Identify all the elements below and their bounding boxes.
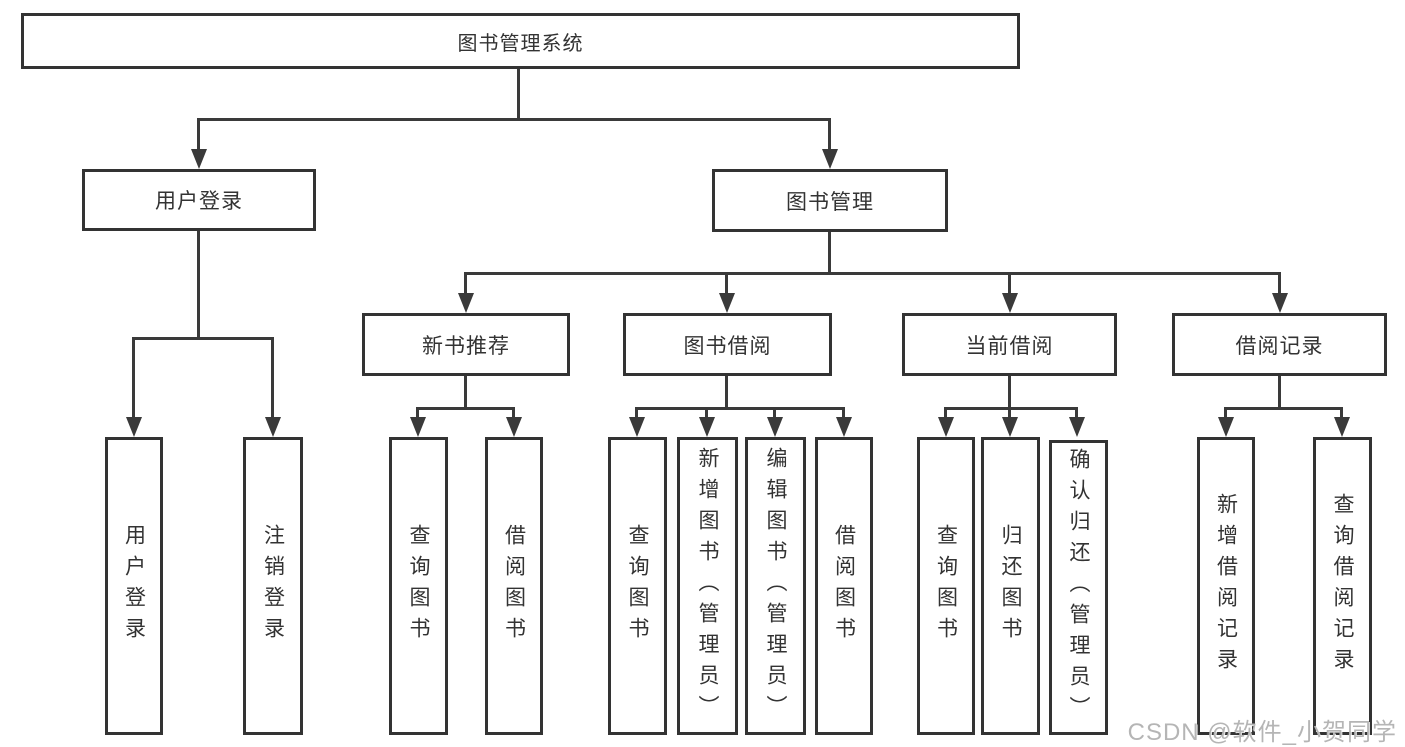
leaf-label: 借阅图书 bbox=[832, 524, 856, 648]
leaf-add-book-admin: 新增图书（管理员） bbox=[677, 437, 738, 735]
arrowhead-down-icon bbox=[767, 417, 783, 437]
connector bbox=[725, 272, 728, 296]
arrowhead-down-icon bbox=[629, 417, 645, 437]
arrowhead-down-icon bbox=[265, 417, 281, 437]
connector bbox=[512, 407, 515, 420]
arrowhead-down-icon bbox=[1218, 417, 1234, 437]
connector bbox=[635, 407, 638, 420]
connector bbox=[1278, 272, 1281, 296]
leaf-query-books-current: 查询图书 bbox=[917, 437, 975, 735]
leaf-edit-book-admin: 编辑图书（管理员） bbox=[745, 437, 806, 735]
connector bbox=[828, 118, 831, 152]
connector bbox=[635, 407, 845, 410]
connector bbox=[1224, 407, 1227, 420]
leaf-label: 查询图书 bbox=[407, 524, 430, 648]
leaf-add-borrow-record: 新增借阅记录 bbox=[1197, 437, 1255, 735]
connector bbox=[1278, 376, 1281, 407]
arrowhead-down-icon bbox=[1334, 417, 1350, 437]
arrowhead-down-icon bbox=[1002, 293, 1018, 313]
connector bbox=[1008, 407, 1011, 420]
leaf-logout: 注销登录 bbox=[243, 437, 303, 735]
node-borrow-records: 借阅记录 bbox=[1172, 313, 1387, 376]
leaf-label: 查询图书 bbox=[934, 524, 958, 648]
leaf-label: 归还图书 bbox=[999, 524, 1022, 648]
arrowhead-down-icon bbox=[410, 417, 426, 437]
arrowhead-down-icon bbox=[719, 293, 735, 313]
arrowhead-down-icon bbox=[191, 149, 207, 169]
leaf-query-books-newbook: 查询图书 bbox=[389, 437, 448, 735]
connector bbox=[197, 118, 200, 152]
connector bbox=[773, 407, 776, 420]
connector bbox=[705, 407, 708, 420]
leaf-user-login: 用户登录 bbox=[105, 437, 163, 735]
leaf-label: 编辑图书（管理员） bbox=[764, 446, 787, 726]
arrowhead-down-icon bbox=[458, 293, 474, 313]
arrowhead-down-icon bbox=[506, 417, 522, 437]
leaf-label: 新增图书（管理员） bbox=[696, 446, 719, 726]
leaf-borrow-books-newbook: 借阅图书 bbox=[485, 437, 543, 735]
connector bbox=[416, 407, 515, 410]
connector bbox=[197, 118, 831, 121]
arrowhead-down-icon bbox=[1272, 293, 1288, 313]
connector bbox=[464, 272, 467, 296]
connector bbox=[132, 337, 274, 340]
leaf-label: 确认归还（管理员） bbox=[1067, 448, 1090, 727]
node-current-borrow: 当前借阅 bbox=[902, 313, 1117, 376]
connector bbox=[725, 376, 728, 407]
node-root: 图书管理系统 bbox=[21, 13, 1020, 69]
connector bbox=[1075, 407, 1078, 420]
leaf-borrow-books: 借阅图书 bbox=[815, 437, 873, 735]
connector bbox=[842, 407, 845, 420]
arrowhead-down-icon bbox=[836, 417, 852, 437]
connector bbox=[416, 407, 419, 420]
connector bbox=[271, 337, 274, 420]
connector bbox=[1008, 272, 1011, 296]
arrowhead-down-icon bbox=[1069, 417, 1085, 437]
leaf-label: 查询借阅记录 bbox=[1331, 493, 1354, 679]
arrowhead-down-icon bbox=[938, 417, 954, 437]
connector bbox=[1008, 376, 1011, 407]
leaf-return-book: 归还图书 bbox=[981, 437, 1040, 735]
connector bbox=[1224, 407, 1343, 410]
leaf-label: 注销登录 bbox=[261, 524, 285, 648]
node-user-login: 用户登录 bbox=[82, 169, 316, 231]
leaf-label: 新增借阅记录 bbox=[1214, 493, 1238, 679]
csdn-watermark: CSDN @软件_小贺同学 bbox=[1127, 719, 1397, 746]
arrowhead-down-icon bbox=[126, 417, 142, 437]
leaf-confirm-return-admin: 确认归还（管理员） bbox=[1049, 440, 1108, 735]
leaf-label: 用户登录 bbox=[122, 524, 146, 648]
connector bbox=[464, 272, 1280, 275]
node-book-borrow: 图书借阅 bbox=[623, 313, 832, 376]
arrowhead-down-icon bbox=[1002, 417, 1018, 437]
connector bbox=[944, 407, 947, 420]
leaf-query-books-borrow: 查询图书 bbox=[608, 437, 667, 735]
connector bbox=[1340, 407, 1343, 420]
leaf-label: 借阅图书 bbox=[502, 524, 526, 648]
node-book-management: 图书管理 bbox=[712, 169, 948, 232]
connector bbox=[464, 376, 467, 407]
node-new-book-recommend: 新书推荐 bbox=[362, 313, 570, 376]
connector bbox=[828, 232, 831, 272]
leaf-label: 查询图书 bbox=[626, 524, 649, 648]
connector bbox=[197, 231, 200, 337]
connector bbox=[517, 68, 520, 118]
connector bbox=[132, 337, 135, 420]
connector bbox=[944, 407, 1078, 410]
arrowhead-down-icon bbox=[822, 149, 838, 169]
leaf-query-borrow-record: 查询借阅记录 bbox=[1313, 437, 1372, 735]
arrowhead-down-icon bbox=[699, 417, 715, 437]
